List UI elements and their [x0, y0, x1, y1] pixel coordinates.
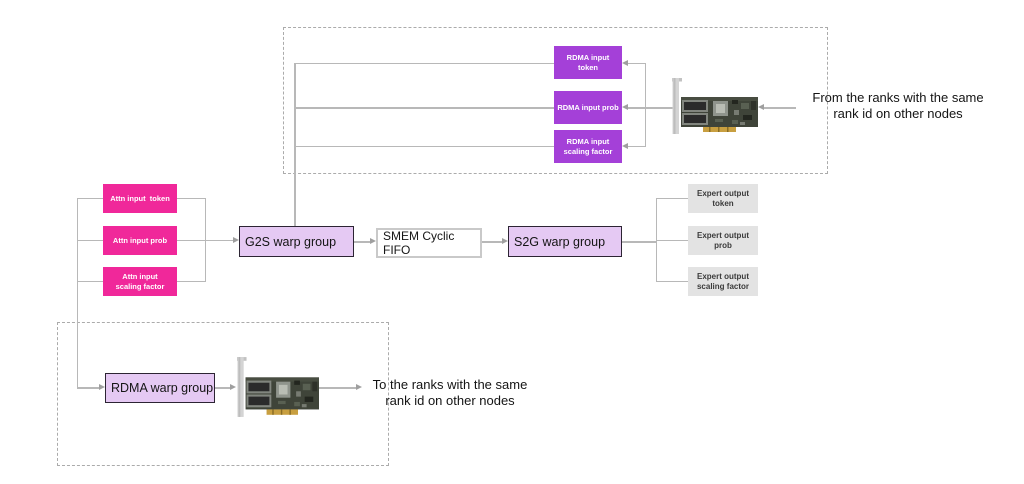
network-card-image-top [672, 77, 758, 135]
rdma-input-token-box: RDMA input token [554, 46, 622, 79]
rdma-warp-group-label: RDMA warp group [111, 381, 214, 395]
s2g-warp-group-box: S2G warp group [508, 226, 622, 257]
connector-line [319, 387, 356, 389]
connector-line [764, 107, 796, 109]
rdma-input-prob-box: RDMA input prob [554, 91, 622, 124]
expert-output-token-label: Expert output token [697, 188, 749, 208]
connector-line [77, 197, 103, 199]
arrowhead [622, 104, 628, 110]
connector-line [76, 197, 78, 388]
rdma-input-scaling-box: RDMA input scaling factor [554, 130, 622, 163]
connector-line [656, 239, 688, 241]
attn-input-scaling-box: Attn input scaling factor [103, 267, 177, 296]
arrowhead [502, 238, 508, 244]
attn-input-token-box: Attn input token [103, 184, 177, 213]
connector-line [645, 107, 673, 109]
connector-line [644, 62, 646, 147]
smem-cyclic-fifo-label: SMEM Cyclic FIFO [383, 229, 455, 257]
rdma-input-token-label: RDMA input token [566, 53, 610, 72]
expert-output-prob-label: Expert output prob [697, 230, 749, 250]
network-card-image-bottom [237, 356, 319, 418]
attn-input-prob-box: Attn input prob [103, 226, 177, 255]
connector-line [656, 280, 688, 282]
connector-line [77, 387, 99, 389]
expert-output-scaling-label: Expert output scaling factor [696, 271, 749, 291]
rdma-input-scaling-label: RDMA input scaling factor [563, 137, 613, 156]
attn-input-prob-label: Attn input prob [112, 235, 168, 245]
connector-line [628, 62, 645, 64]
connector-line [656, 197, 688, 199]
connector-line [294, 62, 296, 227]
connector-line [77, 280, 103, 282]
connector-line [177, 239, 233, 241]
connector-line [354, 241, 370, 243]
expert-output-scaling-box: Expert output scaling factor [688, 267, 758, 296]
g2s-warp-group-label: G2S warp group [245, 234, 337, 249]
expert-output-token-box: Expert output token [688, 184, 758, 213]
arrowhead [233, 236, 239, 243]
connector-line [295, 62, 554, 64]
to-ranks-annotation: To the ranks with the same rank id on ot… [372, 377, 528, 408]
connector-line [628, 145, 645, 147]
arrowhead [758, 104, 764, 110]
attn-input-token-label: Attn input token [110, 193, 170, 203]
arrowhead [99, 384, 105, 390]
connector-line [482, 241, 502, 243]
arrowhead [622, 142, 628, 149]
arrowhead [622, 59, 628, 66]
rdma-input-prob-label: RDMA input prob [557, 102, 619, 112]
connector-line [622, 241, 656, 243]
connector-line [77, 239, 103, 241]
attn-input-scaling-label: Attn input scaling factor [115, 272, 165, 291]
arrowhead [356, 384, 362, 390]
s2g-warp-group-label: S2G warp group [514, 234, 606, 249]
rdma-warp-group-box: RDMA warp group [105, 373, 215, 403]
remote-input-group-box [283, 27, 828, 174]
expert-output-prob-box: Expert output prob [688, 226, 758, 255]
connector-line [177, 280, 205, 282]
connector-line [628, 107, 645, 109]
arrowhead [230, 384, 236, 390]
connector-line [177, 197, 205, 199]
g2s-warp-group-box: G2S warp group [239, 226, 354, 257]
send-group-box [57, 322, 389, 466]
arrowhead [370, 238, 376, 244]
connector-line [295, 107, 554, 109]
from-ranks-annotation: From the ranks with the same rank id on … [812, 90, 984, 121]
smem-cyclic-fifo-box: SMEM Cyclic FIFO [376, 228, 482, 258]
connector-line [215, 387, 230, 389]
connector-line [295, 145, 554, 147]
